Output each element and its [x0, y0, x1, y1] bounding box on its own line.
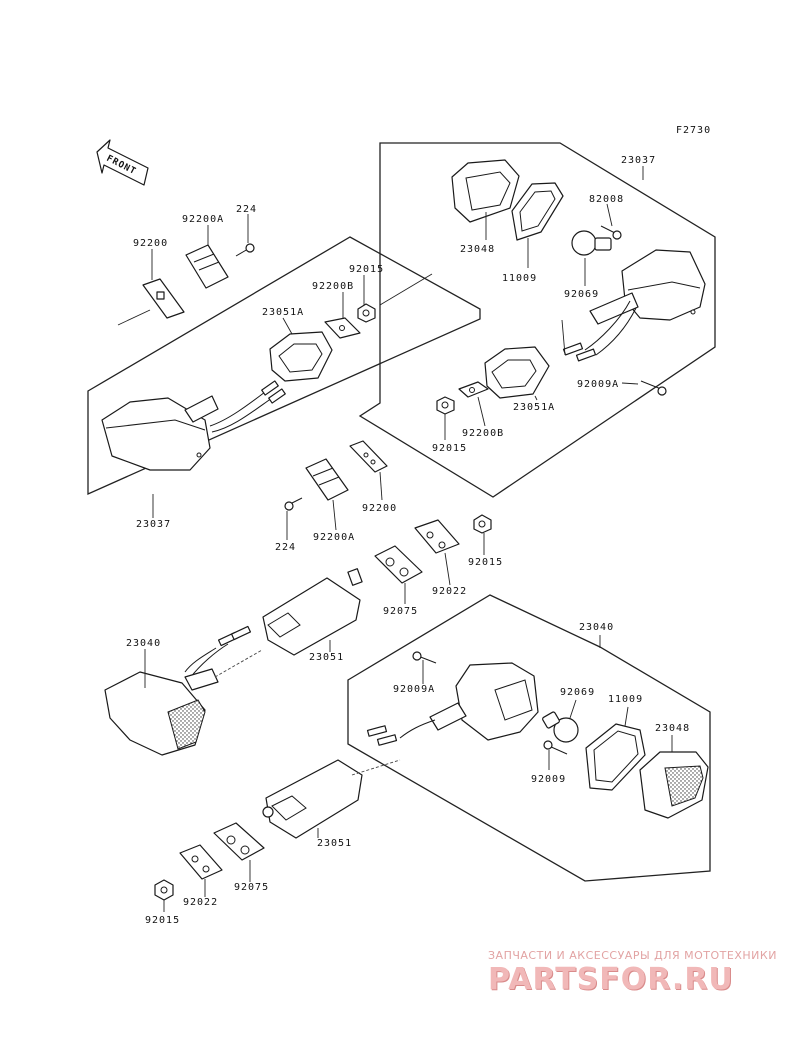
- part-label-92015: 92015: [468, 557, 503, 568]
- stay-23051-middle: [262, 568, 363, 656]
- part-label-92022: 92022: [432, 586, 467, 597]
- screw-92009a-upper: [640, 380, 667, 396]
- assembly-frame-front-right: [347, 594, 711, 882]
- part-label-92075: 92075: [383, 606, 418, 617]
- watermark-logo: PARTSFOR.RU: [488, 962, 734, 997]
- lens-23048-upper: [451, 159, 520, 223]
- connector-wires-upper-right: [562, 342, 597, 362]
- turn-signal-housing-upper-right: [584, 249, 706, 356]
- part-label-92200: 92200: [362, 503, 397, 514]
- part-label-92069: 92069: [564, 289, 599, 300]
- part-label-92200a: 92200A: [313, 532, 355, 543]
- plate-92200-middle: [349, 440, 388, 473]
- part-label-224: 224: [275, 542, 296, 553]
- turn-signal-housing-lower-left: [104, 668, 219, 756]
- part-label-23040: 23040: [579, 622, 614, 633]
- turn-signal-housing-upper-left: [101, 391, 273, 471]
- stay-23051-lower: [262, 759, 363, 839]
- connector-wires-lower-right: [366, 725, 398, 746]
- part-label-11009: 11009: [608, 694, 643, 705]
- nut-92015-upper-left: [357, 303, 376, 323]
- part-label-92069: 92069: [560, 687, 595, 698]
- part-label-92015: 92015: [432, 443, 467, 454]
- part-label-23048: 23048: [460, 244, 495, 255]
- part-label-23051a: 23051A: [262, 307, 304, 318]
- gasket-11009-lower: [585, 723, 646, 791]
- screw-92009a-lower: [412, 651, 437, 664]
- connector-wires-upper-left: [261, 380, 286, 404]
- part-label-23040: 23040: [126, 638, 161, 649]
- part-label-92200: 92200: [133, 238, 168, 249]
- part-label-224: 224: [236, 204, 257, 215]
- part-label-92009a: 92009A: [393, 684, 435, 695]
- assembly-guide-line: [214, 649, 263, 678]
- washer-92022-lower: [179, 844, 223, 880]
- assembly-guide-line: [351, 759, 401, 776]
- part-label-23037: 23037: [136, 519, 171, 530]
- part-labels: 23037 23048 11009 82008 92069 92009A 224…: [126, 155, 690, 926]
- washer-92200b-right: [458, 381, 489, 398]
- leader-line: [379, 273, 433, 306]
- nut-92015-right: [436, 396, 455, 415]
- bulb-92069-upper: [571, 230, 612, 256]
- part-label-23051a: 23051A: [513, 402, 555, 413]
- bracket-92200a-upper: [185, 244, 229, 289]
- leader-line: [561, 319, 566, 356]
- bulb-92069-lower: [542, 711, 579, 743]
- part-label-11009: 11009: [502, 273, 537, 284]
- part-label-92200b: 92200B: [312, 281, 354, 292]
- part-label-92022: 92022: [183, 897, 218, 908]
- bracket-92200a-middle: [305, 458, 349, 501]
- nut-92015-middle: [473, 514, 492, 534]
- screw-82008: [600, 225, 622, 240]
- watermark-tagline: ЗАПЧАСТИ И АКСЕССУАРЫ ДЛЯ МОТОТЕХНИКИ: [488, 949, 777, 962]
- washer-92022-middle: [414, 519, 460, 554]
- bolt-224-middle: [284, 497, 303, 511]
- part-label-92009a: 92009A: [577, 379, 619, 390]
- part-label-92015: 92015: [145, 915, 180, 926]
- front-arrow-icon: FRONT: [96, 139, 149, 186]
- part-label-92075: 92075: [234, 882, 269, 893]
- grommet-92075-middle: [374, 545, 423, 584]
- part-label-23037: 23037: [621, 155, 656, 166]
- washer-92200b-upper-left: [324, 317, 361, 339]
- part-label-92200b: 92200B: [462, 428, 504, 439]
- nut-92015-lower: [154, 879, 174, 901]
- figure-code: F2730: [676, 125, 711, 136]
- plate-92200-upper: [142, 278, 185, 319]
- bolt-224-upper: [235, 243, 255, 257]
- lens-23048-lower: [639, 751, 709, 819]
- mount-23051a-right: [484, 346, 550, 399]
- assembly-frame-rear-right: [358, 142, 716, 498]
- part-label-92200a: 92200A: [182, 214, 224, 225]
- gasket-11009-upper: [511, 182, 564, 241]
- part-label-23051: 23051: [309, 652, 344, 663]
- turn-signal-housing-lower-right: [399, 662, 539, 741]
- assembly-frame-rear-left: [87, 236, 481, 496]
- label-leaders: [144, 166, 673, 912]
- part-label-23048: 23048: [655, 723, 690, 734]
- screw-92009-lower: [543, 740, 568, 755]
- mount-23051a-left: [269, 331, 333, 382]
- part-label-92009: 92009: [531, 774, 566, 785]
- grommet-92075-lower: [213, 822, 265, 861]
- part-label-92015: 92015: [349, 264, 384, 275]
- connector-wires-lower-left: [184, 625, 252, 679]
- part-label-82008: 82008: [589, 194, 624, 205]
- part-label-23051: 23051: [317, 838, 352, 849]
- leader-line: [117, 309, 151, 326]
